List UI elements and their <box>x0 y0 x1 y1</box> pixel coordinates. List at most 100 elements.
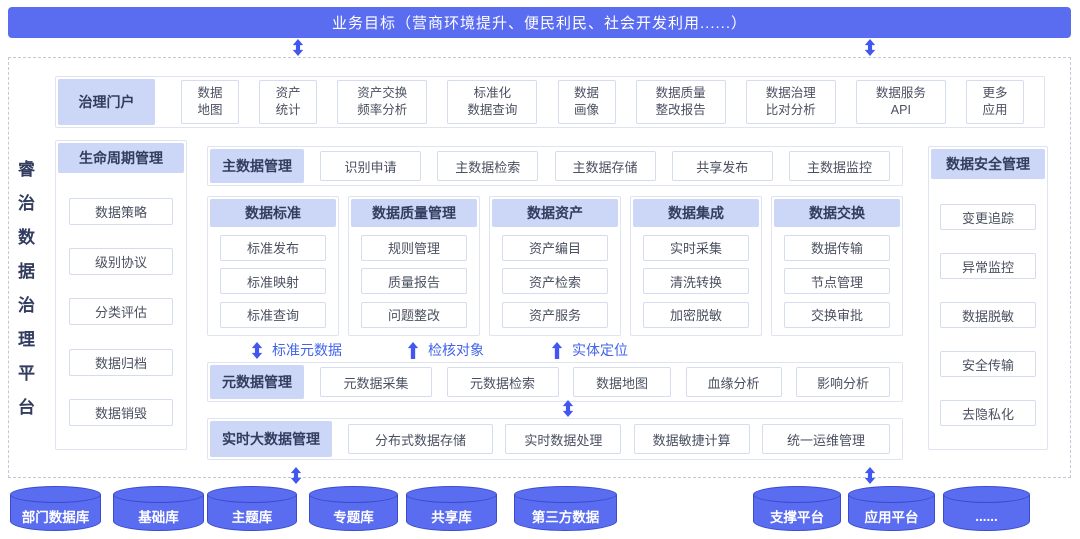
cylinder-top <box>753 486 841 503</box>
lifecycle-items: 数据策略 级别协议 分类评估 数据归档 数据销毁 <box>56 175 186 449</box>
double-arrow-icon <box>251 342 263 359</box>
platform-label-application: 应用平台 <box>864 510 919 525</box>
db-label-base: 基础库 <box>138 510 179 525</box>
metadata-items: 元数据采集 元数据检索 数据地图 血缘分析 影响分析 <box>306 367 902 397</box>
db-cylinder-base: 基础库 <box>113 486 204 531</box>
cylinder-top <box>848 486 935 503</box>
db-label-department: 部门数据库 <box>21 510 90 525</box>
flow-label-standard-metadata: 标准元数据 <box>272 342 342 358</box>
item-quality-report: 质量报告 <box>361 268 467 294</box>
item-issue-rectify: 问题整改 <box>361 301 467 328</box>
platform-label-more: ...... <box>975 508 998 524</box>
platform-title: 睿治数据治理平台 <box>15 160 34 432</box>
db-cylinder-department: 部门数据库 <box>10 486 101 531</box>
platform-cylinder-support: 支撑平台 <box>753 486 841 531</box>
module-data-standard-items: 标准发布 标准映射 标准查询 <box>208 227 338 335</box>
module-data-integration-header: 数据集成 <box>633 199 759 227</box>
master-data-items: 识别申请 主数据检索 主数据存储 共享发布 主数据监控 <box>306 151 902 181</box>
db-label-shared: 共享库 <box>431 510 472 525</box>
portal-item-quality-report: 数据质量 整改报告 <box>635 80 726 124</box>
flow-group-check-object: 检核对象 <box>407 340 484 360</box>
security-item-data-masking: 数据脱敏 <box>940 302 1036 328</box>
portal-item-governance-compare: 数据治理 比对分析 <box>745 80 836 124</box>
connector-arrow-bottom-left-icon <box>290 467 302 484</box>
portal-item-standardized-query: 标准化 数据查询 <box>447 80 538 124</box>
item-data-transfer: 数据传输 <box>784 234 890 261</box>
metadata-section: 元数据管理 元数据采集 元数据检索 数据地图 血缘分析 影响分析 <box>207 362 903 402</box>
module-data-exchange-header: 数据交换 <box>774 199 900 227</box>
security-section: 数据安全管理 变更追踪 异常监控 数据脱敏 安全传输 去隐私化 <box>928 146 1048 450</box>
cylinder-top <box>309 486 398 503</box>
realtime-header: 实时大数据管理 <box>210 421 332 457</box>
security-item-deprivatization: 去隐私化 <box>940 400 1036 426</box>
item-asset-catalog: 资产编目 <box>502 234 608 261</box>
master-item-search: 主数据检索 <box>437 151 539 181</box>
business-goal-title: 业务目标（营商环境提升、便民利民、社会开发利用......） <box>331 15 747 32</box>
metadata-item-search: 元数据检索 <box>446 367 559 397</box>
item-standard-mapping: 标准映射 <box>220 268 326 294</box>
platform-cylinder-application: 应用平台 <box>848 486 935 531</box>
metadata-item-lineage-analysis: 血缘分析 <box>685 367 782 397</box>
item-standard-query: 标准查询 <box>220 301 326 328</box>
module-data-asset: 数据资产 资产编目 资产检索 资产服务 <box>489 196 621 336</box>
realtime-items: 分布式数据存储 实时数据处理 数据敏捷计算 统一运维管理 <box>334 424 902 454</box>
portal-item-more-apps: 更多 应用 <box>966 80 1024 124</box>
item-encrypt-mask: 加密脱敏 <box>643 301 749 328</box>
flow-labels-row: 标准元数据 检核对象 实体定位 <box>207 338 903 360</box>
db-label-topic: 专题库 <box>333 510 374 525</box>
lifecycle-section: 生命周期管理 数据策略 级别协议 分类评估 数据归档 数据销毁 <box>55 140 187 450</box>
cylinder-top <box>10 486 101 503</box>
security-header: 数据安全管理 <box>931 149 1045 179</box>
item-realtime-collect: 实时采集 <box>643 234 749 261</box>
master-item-storage: 主数据存储 <box>554 151 656 181</box>
cylinder-top <box>514 486 617 503</box>
metadata-item-impact-analysis: 影响分析 <box>796 367 890 397</box>
connector-arrow-top-right-icon <box>864 39 876 56</box>
security-item-anomaly-monitor: 异常监控 <box>940 253 1036 279</box>
item-node-management: 节点管理 <box>784 268 890 294</box>
cylinder-top <box>207 486 297 503</box>
portal-item-data-service-api: 数据服务 API <box>855 80 946 124</box>
cylinder-top <box>943 486 1030 503</box>
cylinder-top <box>113 486 204 503</box>
db-label-subject: 主题库 <box>231 510 273 525</box>
lifecycle-item-data-policy: 数据策略 <box>69 198 173 226</box>
lifecycle-header: 生命周期管理 <box>58 143 184 173</box>
security-items: 变更追踪 异常监控 数据脱敏 安全传输 去隐私化 <box>929 181 1047 449</box>
lifecycle-item-data-archive: 数据归档 <box>69 348 173 376</box>
item-rule-management: 规则管理 <box>361 234 467 261</box>
portal-items: 数据 地图 资产 统计 资产交换 频率分析 标准化 数据查询 数据 画像 数据质… <box>157 80 1044 124</box>
metadata-header: 元数据管理 <box>210 365 304 399</box>
up-arrow-icon <box>551 342 563 359</box>
security-item-secure-transfer: 安全传输 <box>940 351 1036 377</box>
module-data-standard: 数据标准 标准发布 标准映射 标准查询 <box>207 196 339 336</box>
master-data-section: 主数据管理 识别申请 主数据检索 主数据存储 共享发布 主数据监控 <box>207 146 903 186</box>
module-data-quality-header: 数据质量管理 <box>351 199 477 227</box>
lifecycle-item-classification-evaluation: 分类评估 <box>69 298 173 326</box>
db-label-third-party: 第三方数据 <box>531 510 600 525</box>
db-cylinder-shared: 共享库 <box>406 486 497 531</box>
cylinder-top <box>406 486 497 503</box>
platform-label-support: 支撑平台 <box>770 510 824 525</box>
lifecycle-item-data-destroy: 数据销毁 <box>69 398 173 426</box>
portal-header: 治理门户 <box>58 79 155 125</box>
module-data-asset-header: 数据资产 <box>492 199 618 227</box>
metadata-item-data-map: 数据地图 <box>573 367 671 397</box>
module-data-exchange: 数据交换 数据传输 节点管理 交换审批 <box>771 196 903 336</box>
lifecycle-item-level-agreement: 级别协议 <box>69 248 173 276</box>
module-columns: 数据标准 标准发布 标准映射 标准查询 数据质量管理 规则管理 质量报告 问题整… <box>207 196 903 336</box>
master-item-identify-apply: 识别申请 <box>320 151 421 181</box>
metadata-item-collect: 元数据采集 <box>320 367 432 397</box>
business-goal-banner: 业务目标（营商环境提升、便民利民、社会开发利用......） <box>8 7 1071 38</box>
platform-frame <box>8 57 1071 478</box>
module-data-quality-items: 规则管理 质量报告 问题整改 <box>349 227 479 335</box>
db-cylinder-topic: 专题库 <box>309 486 398 531</box>
realtime-item-stream-processing: 实时数据处理 <box>505 424 622 454</box>
master-data-header: 主数据管理 <box>210 149 304 183</box>
item-clean-transform: 清洗转换 <box>643 268 749 294</box>
portal-item-data-map: 数据 地图 <box>181 80 239 124</box>
flow-label-check-object: 检核对象 <box>428 342 484 358</box>
master-item-share-publish: 共享发布 <box>671 151 773 181</box>
up-arrow-icon <box>407 342 419 359</box>
realtime-item-distributed-storage: 分布式数据存储 <box>348 424 493 454</box>
